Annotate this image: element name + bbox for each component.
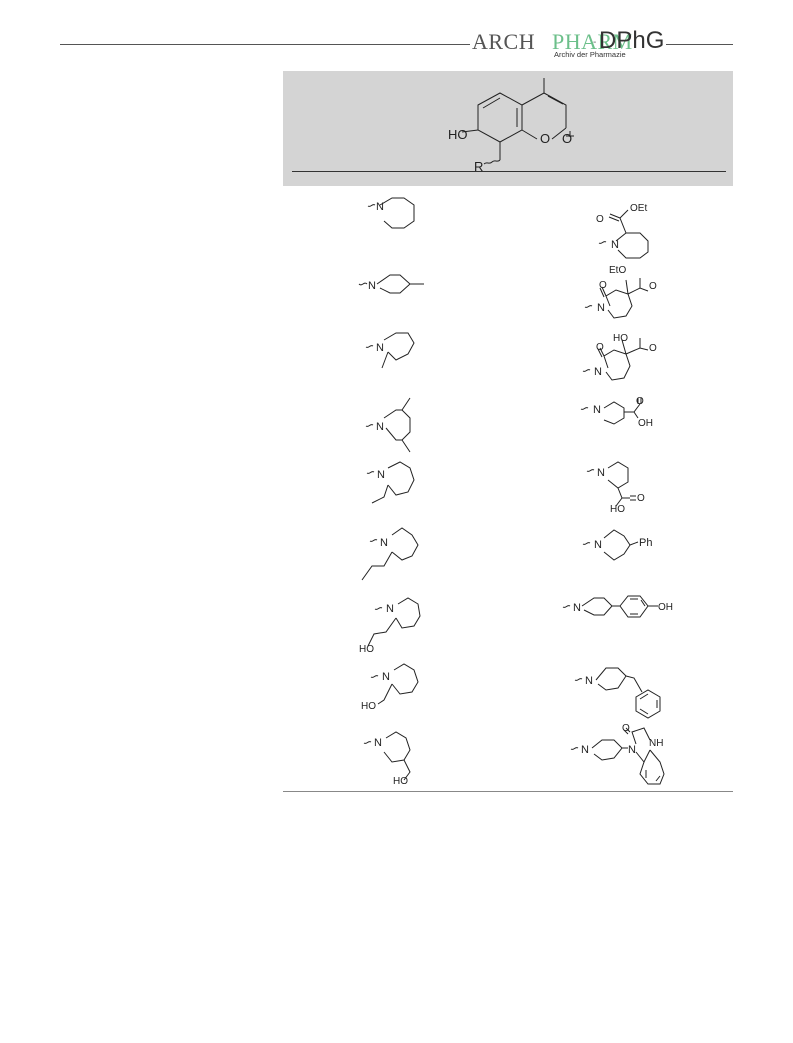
atom-n-11: N xyxy=(597,302,605,314)
atom-oet-10: OEt xyxy=(630,203,647,214)
atom-ho-12: HO xyxy=(613,333,628,344)
atom-nh-18: NH xyxy=(649,738,663,749)
atom-n-18b: N xyxy=(628,744,636,756)
atom-n-12: N xyxy=(594,366,602,378)
atom-n-13: N xyxy=(593,404,601,416)
structure-isonipecotic-acid: N O OH xyxy=(580,396,653,429)
atom-n-6: N xyxy=(380,537,388,549)
scaffold-hydroxy-label: HO xyxy=(448,127,468,142)
atom-ph-15: Ph xyxy=(639,537,652,549)
coumarin-scaffold: HO O O R xyxy=(448,78,574,174)
scaffold-r-label: R xyxy=(474,159,483,174)
atom-oh-13: OH xyxy=(638,418,653,429)
structure-3-hydroxymethylpiperidine: N HO xyxy=(363,731,411,787)
atom-o-14: O xyxy=(637,493,645,504)
atom-o-10: O xyxy=(596,214,604,225)
header-rule-right xyxy=(666,44,733,45)
header-rule-left xyxy=(60,44,470,45)
logo-arch: ARCH xyxy=(472,29,536,54)
atom-n-14: N xyxy=(597,467,605,479)
atom-n-2: N xyxy=(368,280,376,292)
structure-ethoxycarbonyl-oxopiperidine: N EtO O O xyxy=(584,265,657,319)
table-footer-rule xyxy=(283,791,733,792)
structure-2-ethylpiperidine: N xyxy=(366,461,415,504)
atom-n-16: N xyxy=(573,602,581,614)
structure-2-hydroxymethylpiperidine: N HO xyxy=(361,663,419,712)
atom-hydroxy-9: HO xyxy=(393,776,408,787)
structure-benzimidazolone-piperidine: N N NH O xyxy=(570,723,665,785)
scaffold-ring-oxygen-label: O xyxy=(540,131,550,146)
atom-n-9: N xyxy=(374,737,382,749)
structure-4-phenylpiperidine: N Ph xyxy=(582,529,652,561)
atom-n-1: N xyxy=(376,201,384,213)
logo-separator: - xyxy=(593,37,597,48)
structure-ethyl-pipecolate: N OEt O xyxy=(596,203,649,259)
structure-2-hydroxyethylpiperidine: N HO xyxy=(359,597,421,655)
atom-n-10: N xyxy=(611,239,619,251)
atom-n-17: N xyxy=(585,675,593,687)
structure-3-5-dimethylpiperidine: N xyxy=(365,397,411,453)
logo-dphg: DPhG xyxy=(599,27,665,54)
atom-n-18: N xyxy=(581,744,589,756)
structure-nipecotic-acid: N O HO xyxy=(586,461,645,515)
atom-oh-16: OH xyxy=(658,602,673,613)
structure-4-methylpiperidine: N xyxy=(358,274,424,294)
atom-o-11a: O xyxy=(599,280,607,291)
atom-o-12a: O xyxy=(596,342,604,353)
atom-n-4: N xyxy=(376,421,384,433)
table-header-rule xyxy=(292,171,726,172)
table-header-band xyxy=(283,71,733,186)
atom-o-12b: O xyxy=(649,343,657,354)
structure-piperidine: N xyxy=(367,197,415,229)
structure-4-benzylpiperidine: N xyxy=(574,667,661,719)
atom-o-13: O xyxy=(636,396,644,407)
structure-2-propylpiperidine: N xyxy=(361,527,419,581)
atom-n-7: N xyxy=(386,603,394,615)
atom-o-11b: O xyxy=(649,281,657,292)
atom-hydroxy-7: HO xyxy=(359,644,374,655)
structure-carboxy-oxopiperidine: N HO O O xyxy=(582,333,657,381)
atom-o-18: O xyxy=(622,723,630,734)
atom-hydroxy-8: HO xyxy=(361,701,376,712)
scaffold-carbonyl-label: O xyxy=(562,131,572,146)
structure-4-hydroxyphenylpiperidine: N OH xyxy=(562,595,673,618)
logo-pharm: PHARM xyxy=(552,29,633,54)
logo-subtitle: Archiv der Pharmazie xyxy=(554,50,626,59)
atom-n-8: N xyxy=(382,671,390,683)
atom-n-3: N xyxy=(376,342,384,354)
atom-ho-14: HO xyxy=(610,504,625,515)
atom-eto-11: EtO xyxy=(609,265,626,276)
atom-n-5: N xyxy=(377,469,385,481)
atom-n-15: N xyxy=(594,539,602,551)
structure-2-methylpiperidine: N xyxy=(365,332,415,369)
